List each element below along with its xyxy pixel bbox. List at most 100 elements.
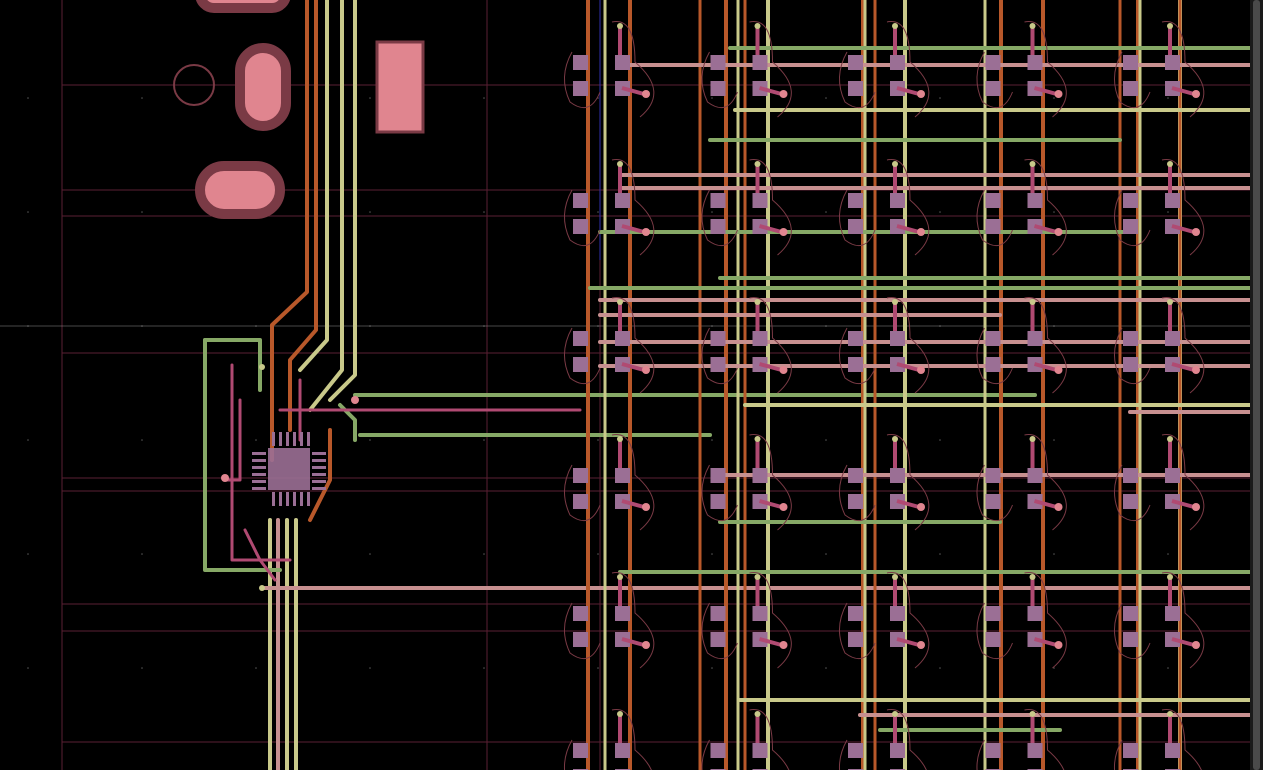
trace xyxy=(288,0,318,432)
smd-pad xyxy=(985,81,1001,96)
pad-link xyxy=(1033,224,1058,234)
smd-pad xyxy=(1123,743,1138,758)
pad-outline xyxy=(749,297,792,394)
grid-dot xyxy=(483,667,485,669)
chip-pin xyxy=(293,492,296,506)
via xyxy=(754,23,761,29)
via xyxy=(221,474,229,482)
smd-led-cell xyxy=(839,434,930,531)
via xyxy=(617,161,623,167)
via xyxy=(1167,436,1173,442)
trace xyxy=(308,428,332,522)
connector-pads[interactable] xyxy=(173,0,425,219)
grid-dot xyxy=(141,667,143,669)
via xyxy=(1167,161,1173,167)
pad-link xyxy=(758,362,783,372)
pad-outline xyxy=(1024,297,1067,394)
grid-dot xyxy=(27,553,29,555)
trace xyxy=(298,0,329,372)
pad-outline xyxy=(1161,21,1205,118)
smd-led-cell xyxy=(701,434,792,531)
pad-outline xyxy=(611,572,655,669)
smd-pad xyxy=(573,743,588,758)
smd-led-cell xyxy=(839,709,927,770)
via xyxy=(779,90,788,98)
via xyxy=(642,503,650,511)
grid-dot xyxy=(825,211,827,213)
smd-pad xyxy=(573,331,588,346)
pad-outline xyxy=(1161,434,1205,531)
qfn-chip-icon[interactable] xyxy=(252,432,326,506)
smd-led-cell xyxy=(976,21,1067,118)
grid-dot xyxy=(141,439,143,441)
smd-pad xyxy=(710,331,726,346)
smd-led-cell xyxy=(701,21,792,118)
grid-lines xyxy=(27,0,1250,770)
smd-pad xyxy=(985,468,1001,483)
chip-pin xyxy=(252,480,266,483)
grid-dot xyxy=(369,553,371,555)
vertical-scrollbar[interactable] xyxy=(1250,0,1263,770)
smd-pad xyxy=(1165,743,1180,758)
smd-pad xyxy=(848,632,863,647)
pad-link xyxy=(896,362,920,372)
via xyxy=(754,161,761,167)
smd-pad-grid[interactable] xyxy=(564,21,1205,770)
smd-led-cell xyxy=(1114,709,1202,770)
trace xyxy=(308,0,344,412)
smd-pad xyxy=(573,468,588,483)
chip-pin xyxy=(307,432,310,446)
via xyxy=(642,641,650,649)
trace-layer[interactable] xyxy=(203,0,1250,770)
smd-pad xyxy=(710,494,726,509)
via xyxy=(1029,23,1036,29)
pad-outline xyxy=(839,189,876,247)
pad-outline xyxy=(886,572,930,669)
chip-pin xyxy=(312,452,326,455)
via xyxy=(892,161,898,167)
via xyxy=(892,574,898,580)
smd-pad xyxy=(573,494,588,509)
pad-link xyxy=(1171,637,1195,647)
pad-outline xyxy=(886,297,930,394)
chip-pin xyxy=(293,432,296,446)
smd-pad xyxy=(848,743,863,758)
via xyxy=(1029,574,1036,580)
smd-pad xyxy=(1123,606,1138,621)
smd-pad xyxy=(890,468,905,483)
smd-pad xyxy=(890,331,905,346)
smd-pad xyxy=(1123,494,1138,509)
smd-pad xyxy=(710,632,726,647)
via xyxy=(779,641,788,649)
smd-pad xyxy=(573,632,588,647)
smd-led-cell xyxy=(976,572,1067,669)
smd-led-cell xyxy=(564,434,655,531)
grid-dot xyxy=(939,439,941,441)
pad-outline xyxy=(611,709,652,770)
pad-outline xyxy=(701,464,738,522)
via xyxy=(1054,503,1063,511)
pad-outline xyxy=(1161,159,1205,256)
grid-dot xyxy=(711,211,713,213)
pad-outline xyxy=(1024,159,1067,256)
grid-dot xyxy=(597,553,599,555)
chip-pin xyxy=(286,492,289,506)
chip-pin xyxy=(272,492,275,506)
pad-outline xyxy=(1161,709,1202,770)
pad-outline xyxy=(1114,464,1151,522)
pad-outline xyxy=(1114,327,1151,385)
smd-pad xyxy=(573,81,588,96)
pad-outline xyxy=(701,739,710,770)
pad-outline xyxy=(886,159,930,256)
smd-pad xyxy=(573,219,588,234)
via xyxy=(917,503,925,511)
scrollbar-thumb[interactable] xyxy=(1253,0,1260,770)
smd-led-cell xyxy=(839,572,930,669)
smd-pad xyxy=(985,743,1001,758)
pad-link xyxy=(621,499,645,509)
pad-outline xyxy=(701,602,738,660)
chip-pin xyxy=(252,487,266,490)
pad-outline xyxy=(1161,297,1205,394)
pad-link xyxy=(758,86,783,96)
